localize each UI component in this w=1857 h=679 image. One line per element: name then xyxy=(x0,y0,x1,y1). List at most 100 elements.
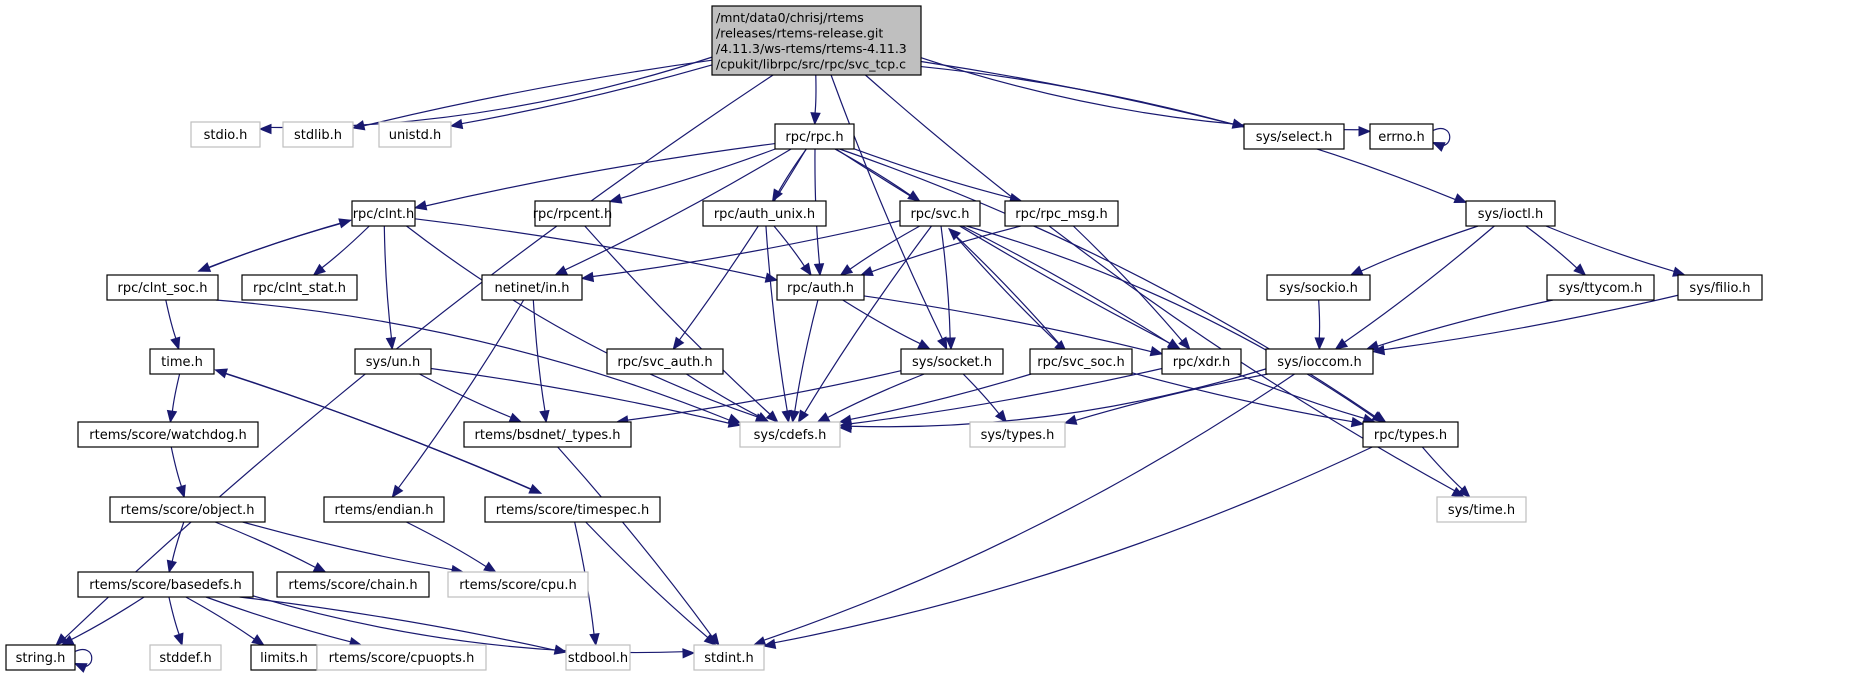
node-box xyxy=(1369,123,1434,150)
edge-line xyxy=(414,218,768,280)
edge-sys_ioctl-to-sys_ioccom xyxy=(1334,225,1495,350)
arrow-head-icon xyxy=(839,264,854,276)
edge-line xyxy=(171,521,185,563)
edge-line xyxy=(585,521,709,639)
edge-line xyxy=(1421,446,1464,491)
node-sys_socket[interactable]: sys/socket.h xyxy=(900,348,1004,375)
node-label: rpc/svc.h xyxy=(910,207,969,222)
node-rpc_svc[interactable]: rpc/svc.h xyxy=(899,200,981,227)
nodes-layer: /mnt/data0/chrisj/rtems/releases/rtems-r… xyxy=(5,5,1763,671)
node-netinet_in[interactable]: netinet/in.h xyxy=(481,274,583,301)
edge-rpc_rpc-to-rpc_rpcent xyxy=(608,148,776,204)
arrow-head-icon xyxy=(214,368,228,379)
node-rtems_basedefs[interactable]: rtems/score/basedefs.h xyxy=(77,571,254,598)
node-rpc_clnt[interactable]: rpc/clnt.h xyxy=(351,200,416,227)
edge-line xyxy=(773,446,1373,644)
node-rpc_xdr[interactable]: rpc/xdr.h xyxy=(1161,348,1242,375)
edge-line xyxy=(842,299,922,345)
node-rtems_chain[interactable]: rtems/score/chain.h xyxy=(276,571,430,598)
arrow-head-icon xyxy=(765,410,779,423)
node-box xyxy=(1161,348,1242,375)
node-label: sys/cdefs.h xyxy=(754,428,827,443)
edge-line xyxy=(63,74,774,640)
node-box xyxy=(693,644,765,671)
edge-line xyxy=(1072,225,1184,343)
edge-rtems_object-to-rtems_chain xyxy=(214,521,327,573)
arrow-head-icon xyxy=(251,634,265,646)
node-label: rtems/bsdnet/_types.h xyxy=(475,428,621,443)
edge-line xyxy=(198,222,342,272)
node-rtems_bsdnet_types[interactable]: rtems/bsdnet/_types.h xyxy=(463,421,632,448)
edge-rpc_rpcent-to-sys_cdefs xyxy=(584,225,779,423)
node-errno[interactable]: errno.h xyxy=(1369,123,1434,150)
node-rpc_auth_unix[interactable]: rpc/auth_unix.h xyxy=(702,200,827,227)
node-limits[interactable]: limits.h xyxy=(250,644,318,671)
node-rpc_rpc_msg[interactable]: rpc/rpc_msg.h xyxy=(1004,200,1119,227)
node-box xyxy=(1029,348,1133,375)
node-rpc_clnt_stat[interactable]: rpc/clnt_stat.h xyxy=(241,274,358,301)
root-file-node[interactable]: /mnt/data0/chrisj/rtems/releases/rtems-r… xyxy=(711,5,922,76)
node-label: string.h xyxy=(16,651,66,666)
edge-rpc_svc_soc-to-rpc_types xyxy=(1131,372,1365,428)
node-box xyxy=(774,123,855,150)
edge-rpc_rpc-to-rpc_xdr xyxy=(835,148,1182,350)
edge-line xyxy=(920,60,1235,126)
node-sys_sockio[interactable]: sys/sockio.h xyxy=(1266,274,1371,301)
node-label: stdint.h xyxy=(704,651,753,666)
node-label: rpc/rpcent.h xyxy=(533,207,613,222)
arrow-head-icon xyxy=(800,262,812,277)
edge-rpc_svc-to-sys_socket xyxy=(940,225,956,351)
node-rtems_timespec[interactable]: rtems/score/timespec.h xyxy=(484,496,661,523)
edge-rpc_rpc-to-rpc_clnt xyxy=(413,142,776,211)
node-time[interactable]: time.h xyxy=(149,348,215,375)
edge-line xyxy=(835,148,1172,345)
node-label: sys/un.h xyxy=(366,355,420,370)
node-sys_ttycom[interactable]: sys/ttycom.h xyxy=(1546,274,1655,301)
node-rpc_types[interactable]: rpc/types.h xyxy=(1362,421,1459,448)
arrow-head-icon xyxy=(508,412,523,423)
arrow-head-icon xyxy=(917,339,931,350)
node-rpc_svc_soc[interactable]: rpc/svc_soc.h xyxy=(1029,348,1133,375)
arrow-head-icon xyxy=(797,409,809,424)
node-box xyxy=(282,121,354,148)
edge-rtems_bsdnet_types-to-stdint xyxy=(557,446,720,647)
node-label: rtems/score/object.h xyxy=(121,503,255,518)
node-sys_un[interactable]: sys/un.h xyxy=(354,348,432,375)
node-label: sys/types.h xyxy=(981,428,1055,443)
arrow-head-icon xyxy=(1371,344,1386,356)
node-rpc_auth[interactable]: rpc/auth.h xyxy=(776,274,865,301)
node-rtems_object[interactable]: rtems/score/object.h xyxy=(109,496,266,523)
node-sys_ioctl[interactable]: sys/ioctl.h xyxy=(1465,200,1556,227)
node-rpc_clnt_soc[interactable]: rpc/clnt_soc.h xyxy=(106,274,219,301)
node-sys_select[interactable]: sys/select.h xyxy=(1243,123,1345,150)
node-label: /cpukit/librpc/src/rpc/svc_tcp.c xyxy=(716,57,906,72)
node-box xyxy=(1004,200,1119,227)
edge-line xyxy=(848,225,921,271)
arrow-head-icon xyxy=(166,409,178,424)
edge-sys_sockio-to-sys_ioccom xyxy=(1314,299,1325,351)
node-label: limits.h xyxy=(260,651,308,666)
edge-line xyxy=(185,596,256,641)
arrow-head-icon xyxy=(789,409,800,424)
node-label: netinet/in.h xyxy=(495,281,570,296)
arrow-head-icon xyxy=(173,632,184,647)
edge-line xyxy=(557,446,713,638)
node-rpc_rpcent[interactable]: rpc/rpcent.h xyxy=(533,200,613,227)
node-rpc_svc_auth[interactable]: rpc/svc_auth.h xyxy=(606,348,724,375)
node-rtems_watchdog[interactable]: rtems/score/watchdog.h xyxy=(77,421,259,448)
edge-rpc_svc-to-rpc_auth xyxy=(839,225,921,276)
edge-line xyxy=(1131,372,1354,423)
node-string[interactable]: string.h xyxy=(5,644,76,671)
arrow-head-icon xyxy=(1431,141,1446,152)
node-sys_filio[interactable]: sys/filio.h xyxy=(1677,274,1763,301)
node-label: rpc/xdr.h xyxy=(1173,355,1231,370)
node-box xyxy=(354,348,432,375)
edge-rpc_types-to-sys_time xyxy=(1421,446,1471,498)
arrow-head-icon xyxy=(1334,338,1349,350)
node-sys_ioccom[interactable]: sys/ioccom.h xyxy=(1265,348,1374,375)
edge-rpc_rpc-to-rpc_rpc_msg xyxy=(853,148,1023,204)
node-rpc_rpc[interactable]: rpc/rpc.h xyxy=(774,123,855,150)
node-box xyxy=(1266,274,1371,301)
node-box xyxy=(1362,421,1459,448)
node-rtems_endian[interactable]: rtems/endian.h xyxy=(323,496,445,523)
